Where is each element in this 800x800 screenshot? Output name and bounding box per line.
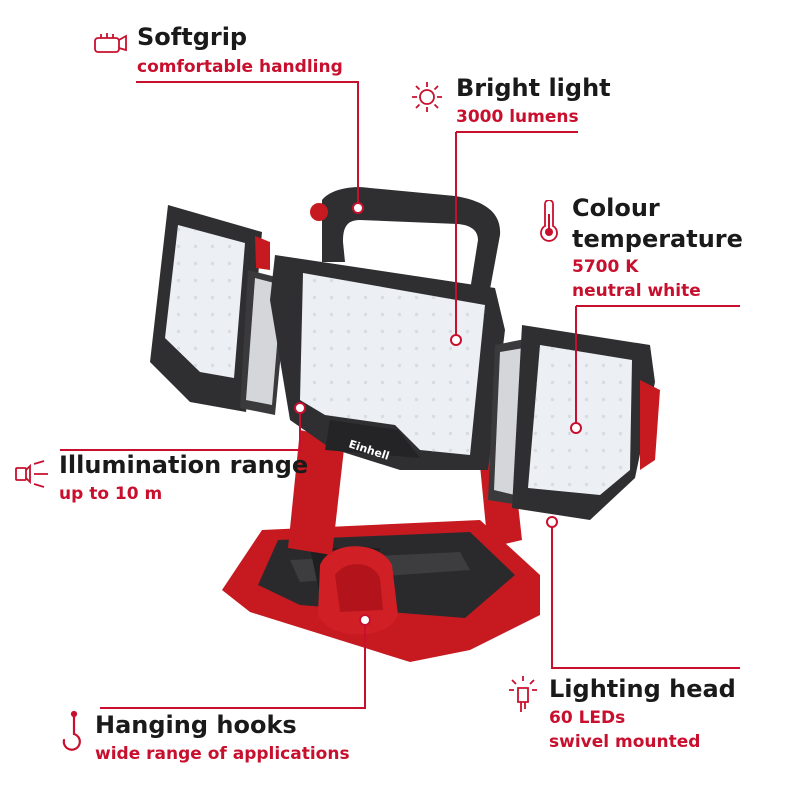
colour-temperature-description: neutral white	[572, 281, 701, 301]
sun-icon	[410, 80, 444, 118]
bright-light-subtitle: 3000 lumens	[456, 107, 579, 127]
lighting-head-led-count: 60 LEDs	[549, 708, 626, 728]
central-head: Einhell	[270, 187, 505, 470]
softgrip-subtitle: comfortable handling	[137, 57, 343, 77]
leader-lines	[60, 81, 740, 709]
hanging-hooks-title: Hanging hooks	[95, 711, 297, 739]
hook-icon	[60, 710, 88, 758]
colour-temperature-title-line2: temperature	[572, 225, 743, 253]
softgrip-title: Softgrip	[137, 23, 248, 51]
stand-base	[222, 520, 540, 662]
led-bulb-icon	[508, 674, 538, 720]
hand-grip-icon	[93, 30, 129, 60]
illumination-range-title: Illumination range	[59, 451, 309, 479]
leader-dots	[294, 202, 582, 626]
hanging-hooks-subtitle: wide range of applications	[95, 744, 350, 764]
colour-temperature-value: 5700 K	[572, 257, 639, 277]
flashlight-beam-icon	[14, 460, 50, 492]
thermometer-icon	[538, 199, 560, 246]
colour-temperature-title-line1: Colour	[572, 194, 660, 222]
left-wing-panel	[150, 205, 288, 415]
lighting-head-title: Lighting head	[549, 675, 736, 703]
right-wing-panel	[488, 325, 660, 520]
illumination-range-subtitle: up to 10 m	[59, 484, 163, 504]
bright-light-title: Bright light	[456, 74, 611, 102]
lighting-head-description: swivel mounted	[549, 732, 701, 752]
